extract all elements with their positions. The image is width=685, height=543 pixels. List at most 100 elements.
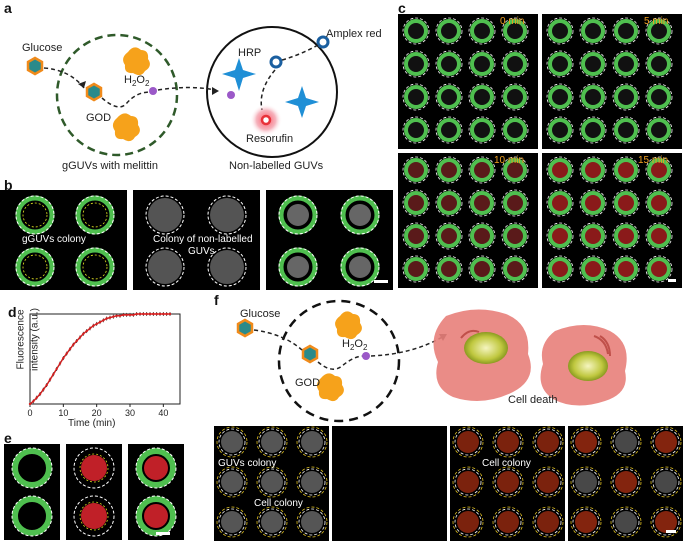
guv-cell: [403, 157, 429, 183]
guv-cell: [469, 117, 495, 143]
panel-c: 0 min 5 min 10 min 15 min: [398, 14, 682, 290]
guv-cell: [646, 223, 672, 249]
g1-grid: [214, 426, 329, 541]
data-point: [105, 317, 107, 319]
micrograph-b3: [266, 190, 393, 290]
y-axis-label-line2: intensity (a.u.): [30, 300, 41, 380]
colony-cell: [453, 467, 483, 497]
micrograph-e1: [4, 444, 60, 540]
god-blob-icon: [317, 373, 344, 401]
guv-cell: [502, 117, 528, 143]
panel-f: Glucose H2O2 GOD Cell death: [214, 296, 684, 426]
hrp-label: HRP: [238, 47, 261, 59]
h2o2-blob-icon: [123, 47, 150, 75]
guv-cell: [613, 84, 639, 110]
guv-cell: [436, 190, 462, 216]
cell-nucleus: [568, 351, 608, 381]
micrograph-c-5min: 5 min: [542, 14, 682, 149]
e3-guvs: [128, 444, 184, 540]
x-tick-label: 30: [125, 408, 135, 418]
data-point: [35, 397, 37, 399]
guv-cell: [613, 51, 639, 77]
gguvs-colony-label: gGUVs colony: [22, 234, 86, 245]
colony-cell: [297, 427, 327, 457]
guv-cell: [436, 18, 462, 44]
guv-cell: [580, 157, 606, 183]
y-axis-label-line1: Fluorescence: [16, 305, 27, 375]
guv-cell: [403, 51, 429, 77]
colony-cell: [533, 427, 563, 457]
colony-cell: [257, 467, 287, 497]
guv-cell: [403, 256, 429, 282]
guv-cell: [547, 256, 573, 282]
guv-cell: [646, 190, 672, 216]
guv-cell: [613, 157, 639, 183]
guv-cell: [580, 256, 606, 282]
guv-cell: [580, 84, 606, 110]
colony-cell: [571, 507, 601, 537]
guv-cell: [613, 256, 639, 282]
e2-guvs: [66, 444, 122, 540]
guv-cell: [547, 223, 573, 249]
micrograph-g4: [568, 426, 683, 541]
colony-cell: [611, 507, 641, 537]
cell-colony-label: Cell colony: [254, 498, 303, 509]
colony-cell: [571, 427, 601, 457]
colony-cell: [533, 467, 563, 497]
data-point: [32, 400, 34, 402]
data-point: [75, 340, 77, 342]
x-tick-label: 0: [27, 408, 32, 418]
scale-bar: [668, 279, 676, 282]
data-point: [162, 313, 164, 315]
guv-cell: [436, 84, 462, 110]
colony-cell: [217, 427, 247, 457]
colony-cell: [257, 507, 287, 537]
guv-cell: [580, 51, 606, 77]
plot-frame: [30, 314, 180, 404]
glucose-hexagon-icon: [87, 84, 101, 100]
guv-cell: [580, 190, 606, 216]
colony-cell: [297, 467, 327, 497]
transfer-arrow: [371, 336, 444, 356]
h2o2-label: H2O2: [124, 74, 149, 88]
guv-cell: [469, 190, 495, 216]
data-point: [165, 313, 167, 315]
guv-cell: [502, 51, 528, 77]
guv-cell: [502, 223, 528, 249]
micrograph-b1: gGUVs colony: [0, 190, 127, 290]
data-point: [169, 313, 171, 315]
data-point: [95, 323, 97, 325]
guv-cell: [403, 117, 429, 143]
glucose-hexagon-icon: [238, 320, 252, 336]
data-point: [132, 314, 134, 316]
x-tick-label: 20: [92, 408, 102, 418]
arrowhead-icon: [212, 87, 219, 95]
data-point: [92, 325, 94, 327]
guv-cell: [469, 51, 495, 77]
reaction-arrow: [261, 70, 275, 110]
guv-cell: [469, 84, 495, 110]
c-guv-grid-15min: [542, 153, 682, 288]
h2o2-blob-icon: [335, 311, 362, 339]
guv-cell: [502, 84, 528, 110]
data-point: [59, 362, 61, 364]
data-point: [49, 379, 51, 381]
colony-cell: [611, 467, 641, 497]
data-series-line: [30, 314, 170, 404]
time-label: 5 min: [644, 16, 668, 27]
glucose-arrow: [44, 68, 84, 88]
c-guv-grid-5min: [542, 14, 682, 149]
data-point: [135, 313, 137, 315]
nonlabelled-colony-label: Colony of non-labelled: [153, 234, 253, 245]
guv-cell: [613, 190, 639, 216]
guv-cell: [436, 256, 462, 282]
glucose-label: Glucose: [240, 308, 280, 320]
guv-cell: [403, 223, 429, 249]
micrograph-g1: GUVs colony Cell colony: [214, 426, 329, 541]
guv-cell: [469, 223, 495, 249]
guv-cell: [502, 256, 528, 282]
guv-cell: [469, 18, 495, 44]
glucose-label: Glucose: [22, 42, 62, 54]
guv-cell: [547, 190, 573, 216]
guv-cell: [580, 223, 606, 249]
